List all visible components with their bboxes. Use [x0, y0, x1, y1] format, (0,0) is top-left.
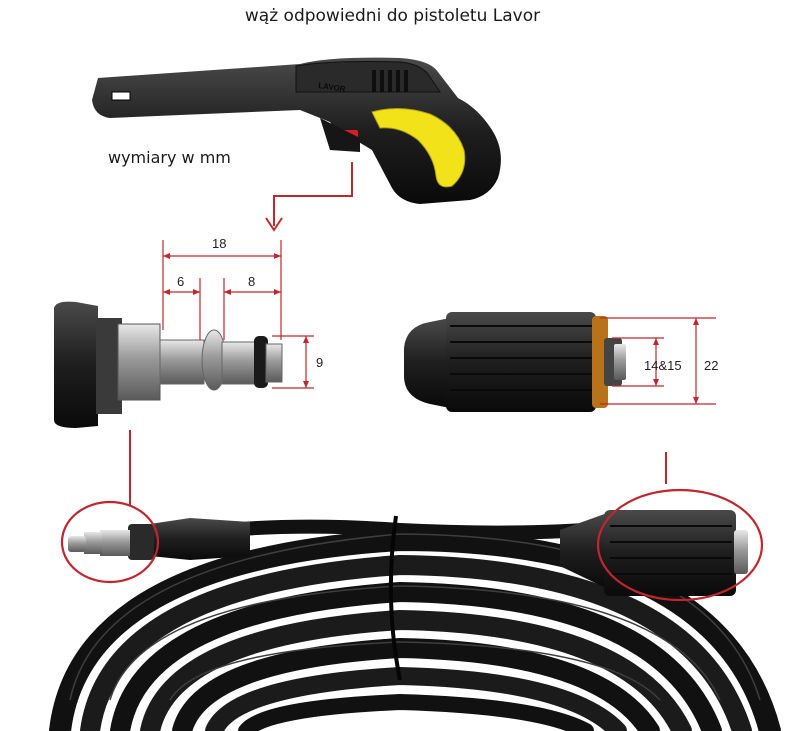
female-nut-detail — [404, 312, 626, 412]
trigger — [371, 108, 466, 188]
connector-arrow — [273, 162, 353, 226]
hose-male-fitting — [68, 518, 250, 560]
dimension-total-length: 18 — [212, 236, 227, 251]
dimension-tip-diameter: 9 — [316, 355, 324, 370]
page-title: wąż odpowiedni do pistoletu Lavor — [244, 6, 541, 26]
gun-brand-logo: LAVOR — [318, 81, 347, 94]
gun-handle-lower — [320, 118, 360, 152]
hang-slot — [111, 91, 131, 101]
dimension-lines-female — [600, 317, 716, 405]
dimension-groove-length: 8 — [248, 274, 256, 289]
dimension-outer-diameter: 22 — [704, 358, 719, 373]
cable-tie — [388, 515, 402, 681]
units-label: wymiary w mm — [108, 148, 231, 167]
spray-gun: LAVOR — [92, 57, 501, 204]
highlight-circle-left — [60, 500, 160, 584]
hose-female-fitting — [560, 510, 748, 596]
grip-ribs — [372, 70, 408, 92]
dimension-tip-length: 6 — [177, 274, 185, 289]
highlight-circle-right — [596, 488, 764, 602]
dimension-inner-thread: 14&15 — [644, 358, 682, 373]
hose-highlights — [69, 533, 761, 701]
male-connector-detail — [54, 301, 283, 428]
